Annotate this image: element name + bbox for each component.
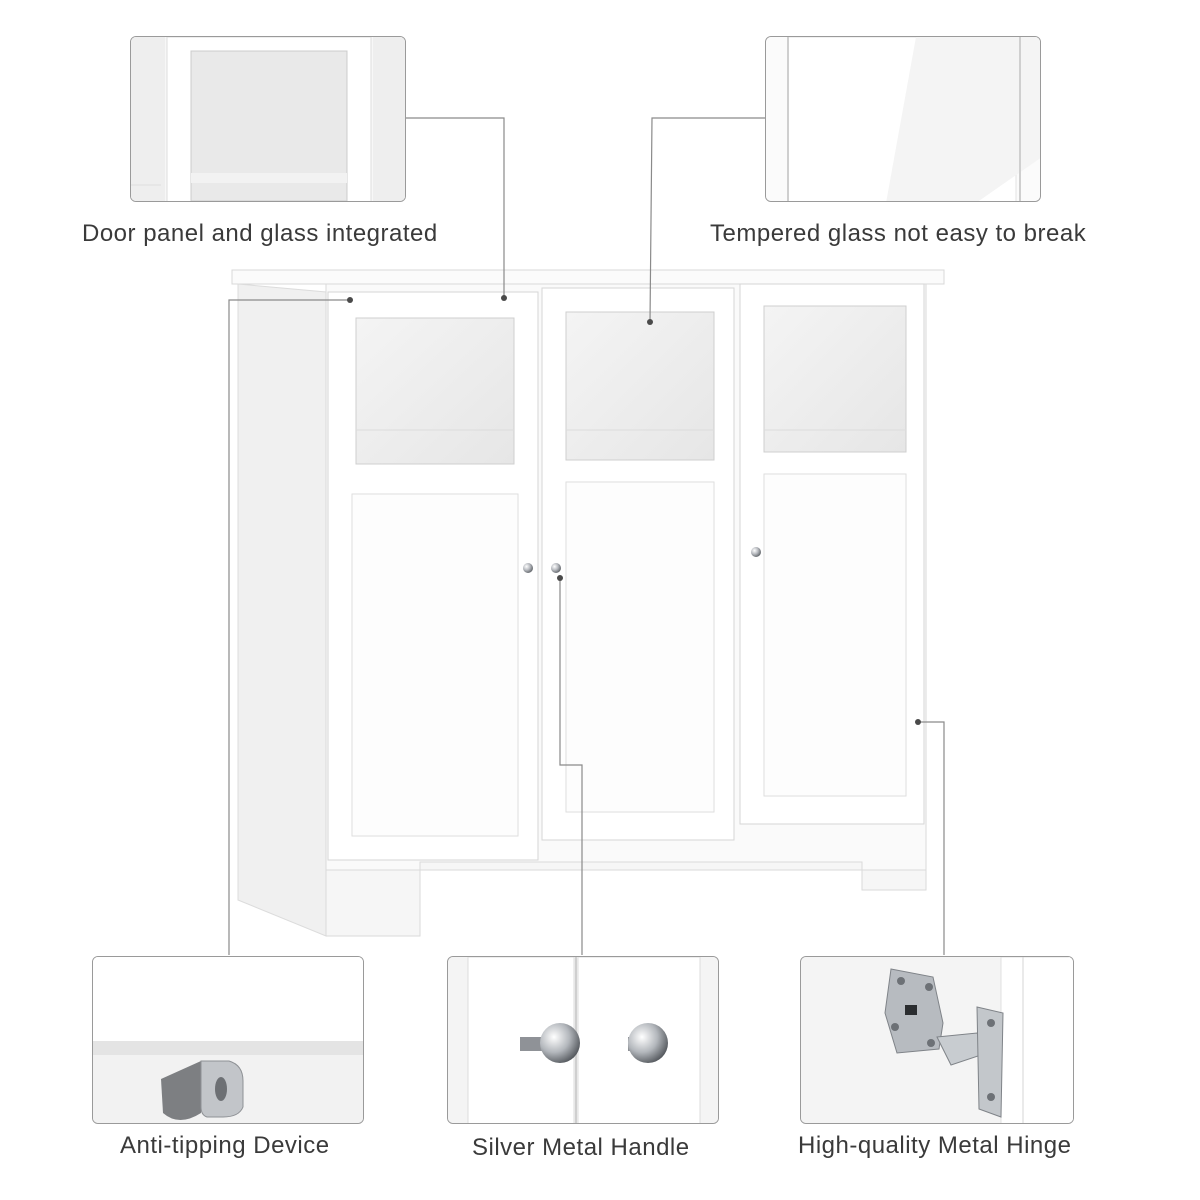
anti-tipping-bracket-icon [161, 1060, 244, 1120]
door-glass-window [355, 317, 515, 465]
storage-cabinet [231, 269, 945, 937]
silver-knob-icon [520, 1023, 580, 1063]
caption-door-panel: Door panel and glass integrated [82, 220, 438, 247]
cabinet-plinth [325, 861, 927, 937]
handle-knob [751, 547, 761, 557]
callout-line-handle [559, 578, 583, 955]
callout-dot [557, 575, 563, 581]
door-glass-window [763, 305, 907, 453]
handle-closeup [448, 957, 718, 1123]
cabinet-door-left [327, 291, 539, 861]
cabinet-top [231, 269, 945, 285]
caption-anti-tipping: Anti-tipping Device [120, 1132, 330, 1159]
caption-tempered-glass: Tempered glass not easy to break [710, 220, 1087, 247]
inset-tempered-glass [765, 36, 1041, 202]
callout-line-anti-tipping [228, 299, 350, 955]
door-recessed-panel [351, 493, 519, 837]
door-recessed-panel [565, 481, 715, 813]
inset-door-panel [130, 36, 406, 202]
callout-dot [915, 719, 921, 725]
door-glass-window [565, 311, 715, 461]
door-recessed-panel [763, 473, 907, 797]
callout-line-hinge [918, 721, 945, 955]
metal-hinge-icon [884, 968, 1004, 1118]
inset-anti-tipping [92, 956, 364, 1124]
cabinet-door-right [739, 283, 925, 825]
caption-hinge: High-quality Metal Hinge [798, 1132, 1072, 1159]
callout-lines [228, 117, 945, 955]
glass-closeup [766, 37, 1040, 201]
callout-dot [647, 319, 653, 325]
caption-handle: Silver Metal Handle [472, 1134, 690, 1161]
anti-tipping-closeup [93, 957, 363, 1123]
cabinet-side [237, 283, 327, 937]
silver-knob-icon [628, 1023, 668, 1063]
door-panel-closeup [131, 37, 405, 201]
handle-knob [523, 563, 533, 573]
handle-knob [551, 563, 561, 573]
callout-dot [347, 297, 353, 303]
hinge-closeup [801, 957, 1073, 1123]
callout-dots [347, 295, 921, 725]
callout-line-door-panel [405, 117, 505, 298]
inset-hinge [800, 956, 1074, 1124]
callout-line-tempered-glass [649, 117, 765, 323]
callout-dot [501, 295, 507, 301]
inset-handle [447, 956, 719, 1124]
cabinet-door-middle [541, 287, 735, 841]
